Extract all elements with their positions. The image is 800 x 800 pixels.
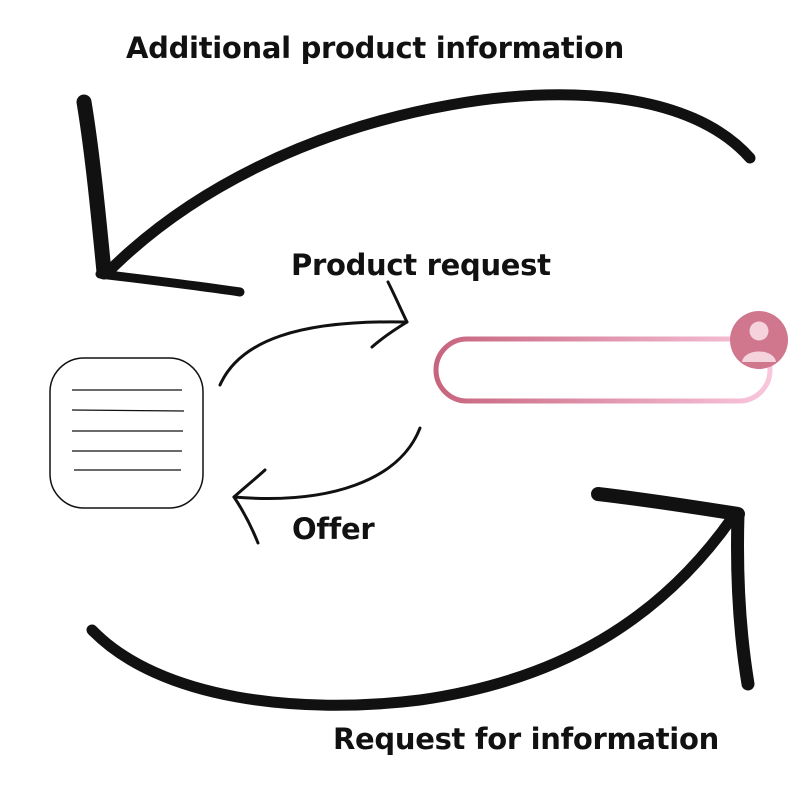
label-additional-product-information: Additional product information [126,31,625,65]
label-request-for-information: Request for information [333,722,719,756]
document-icon [49,357,204,509]
arrow-offer [232,426,422,545]
arrow-product-request [218,280,409,387]
label-offer: Offer [292,512,375,546]
label-product-request: Product request [291,248,551,282]
search-bar-icon [433,336,773,404]
arrow-request-for-information [86,487,755,711]
arrow-additional-product-information [76,89,756,297]
user-avatar-icon [730,311,788,369]
